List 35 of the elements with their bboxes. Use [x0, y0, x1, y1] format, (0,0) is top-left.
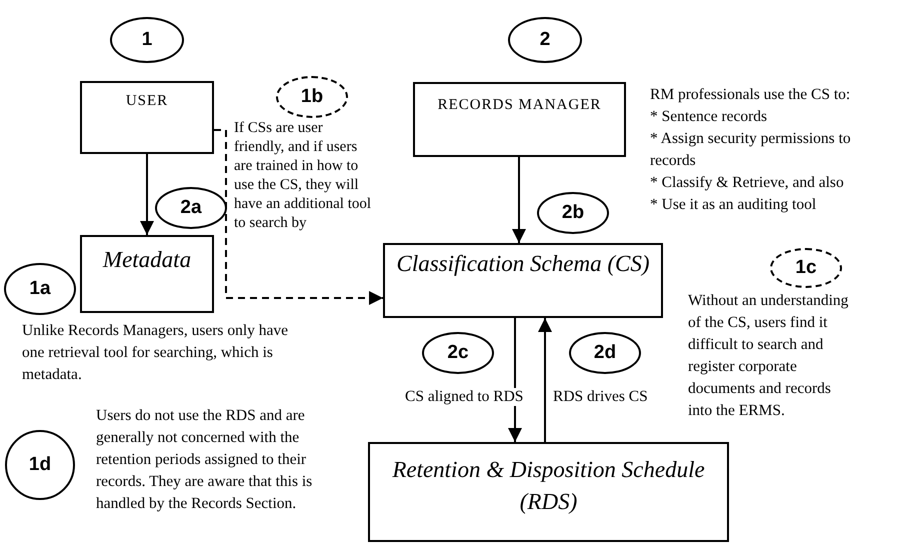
node-label: 2b: [562, 202, 584, 224]
node-label: Classification Schema (CS): [396, 250, 650, 278]
note-line: * Use it as an auditing tool: [650, 195, 818, 215]
note-text: If CSs are user friendly, and if users are trained in how to use the CS, they will have an additional tool to search by: [234, 119, 372, 233]
note-text: Users do not use the RDS and are generally not concerned with the retention periods assigned to their records. They are aware that this is handled by the Records Section.: [96, 406, 314, 514]
process-box: [80, 81, 214, 154]
note-line: * Sentence records: [650, 107, 768, 127]
process-box: [80, 235, 214, 313]
node-label: 1b: [300, 86, 324, 108]
node-label: 1: [142, 29, 152, 51]
node-label: 1c: [795, 257, 817, 279]
node-label: Metadata: [102, 247, 192, 273]
node-label: 2: [540, 29, 550, 51]
callout-ellipse: [155, 187, 227, 229]
note-line: * Assign security permissions to records: [650, 129, 852, 171]
arrow: [214, 129, 383, 305]
node-label: 1d: [28, 454, 52, 476]
note-text: Without an understanding of the CS, users find it difficult to search and register corporate documents and records into the ERMS.: [688, 291, 850, 421]
edge-label: CS aligned to RDS: [405, 388, 524, 406]
process-box: [368, 442, 729, 542]
node-label: 1a: [29, 278, 51, 300]
process-box: [383, 243, 663, 318]
node-label: USER: [124, 93, 170, 110]
note-text: Unlike Records Managers, users only have one retrieval tool for searching, which is metadata.: [22, 321, 290, 385]
node-label: Retention & Disposition Schedule (RDS): [391, 456, 706, 516]
node-label: 2a: [180, 197, 202, 219]
node-label: RECORDS MANAGER: [436, 96, 602, 115]
arrow: [512, 157, 526, 243]
arrow: [140, 154, 154, 235]
node-label: 2c: [447, 342, 469, 364]
note-line: * Classify & Retrieve, and also: [650, 173, 845, 193]
arrow: [538, 318, 552, 442]
process-box: [413, 82, 626, 157]
node-label: 2d: [594, 342, 616, 364]
note-line: RM professionals use the CS to:: [650, 85, 852, 105]
